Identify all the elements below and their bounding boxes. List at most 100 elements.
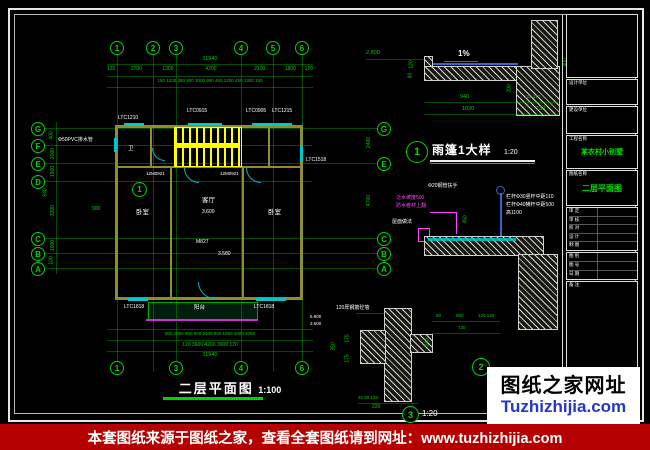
logo-title: 图纸之家网址 xyxy=(500,374,627,397)
sign-row-1-label: 审 定 xyxy=(569,208,597,217)
grid-bubble-top-4-label: 4 xyxy=(238,43,244,53)
grid-line-v5 xyxy=(273,54,274,372)
grid-bubble-bottom-4: 4 xyxy=(234,361,248,375)
detail1-dim-120120: 120 120 xyxy=(524,94,541,99)
grid-line-hC xyxy=(44,238,377,239)
detail3-dim-240: 240 xyxy=(424,338,431,347)
detail3-flange-right xyxy=(410,334,433,353)
titleblock-cell-project: 工程名称 某农村小别墅 xyxy=(566,135,638,169)
window-ltc0915 xyxy=(188,123,222,126)
meta-row-1-value xyxy=(597,253,637,262)
sign-row-3-value xyxy=(597,225,637,234)
grid-bubble-left-B: B xyxy=(31,247,45,261)
detail1-dim-inner-200: 200 xyxy=(506,84,513,93)
label-window-ltc1518: LTC1518 xyxy=(306,157,327,163)
titleblock-drawing-label: 图纸名称 xyxy=(569,171,587,176)
dim-1300: 1300 xyxy=(162,66,174,72)
sign-row-1-value xyxy=(597,208,637,217)
window-ltc1818-left xyxy=(128,298,148,301)
sign-row-2-value xyxy=(597,216,637,226)
label-window-ltc1215: LTC1215 xyxy=(272,108,293,114)
detail1-title-scale: 1:20 xyxy=(504,149,518,156)
grid-bubble-bottom-6-label: 6 xyxy=(299,363,305,373)
grid-bubble-bottom-1-label: 1 xyxy=(114,363,120,373)
grid-bubble-top-5-label: 5 xyxy=(270,43,276,53)
detail2-wall-below xyxy=(518,254,558,330)
window-ltc1210 xyxy=(124,123,144,126)
detail1-canopy-slab xyxy=(424,66,520,81)
window-ltc1518 xyxy=(300,146,303,162)
titleblock-client-label: 建设单位 xyxy=(569,107,587,112)
grid-bubble-right-B: B xyxy=(377,247,391,261)
plan-wall-bath-left xyxy=(150,125,152,167)
detail1-dim-940: 940 xyxy=(460,94,470,100)
detail2-handrail-note: Φ20钢管扶手 xyxy=(428,183,458,189)
grid-bubble-top-4: 4 xyxy=(234,41,248,55)
detail2-roof-note: 屋面做法 xyxy=(392,219,413,225)
grid-bubble-right-C-label: C xyxy=(381,234,387,244)
grid-bubble-bottom-4-label: 4 xyxy=(238,363,244,373)
sign-row-2-label: 审 核 xyxy=(569,217,597,226)
detail1-dim-line-b1 xyxy=(424,102,558,103)
titleblock-cell-client: 建设单位 xyxy=(566,106,638,134)
plan-wall-v2 xyxy=(242,167,244,300)
titleblock-design-label: 设计单位 xyxy=(569,80,587,85)
detail1-bubble: 1 xyxy=(406,141,428,163)
grid-bubble-right-A-label: A xyxy=(381,264,387,274)
detail2-flashing-note: 泛水坡度500 xyxy=(396,195,425,201)
detail3-note: 120厚钢筋砼墙 xyxy=(336,305,370,311)
label-window-ltc1210: LTC1210 xyxy=(118,115,139,121)
grid-bubble-bottom-1: 1 xyxy=(110,361,124,375)
grid-bubble-top-6: 6 xyxy=(295,41,309,55)
dim-left-100: 100 xyxy=(48,256,55,265)
dim-row-top1: 120 2700 1300 4200 2100 1800 120 xyxy=(107,67,313,72)
titleblock-note-label: 备 注 xyxy=(569,282,580,287)
titleblock-project-value: 某农村小别墅 xyxy=(581,148,623,156)
side-level-6900: 6.900 xyxy=(310,314,322,319)
plan-wall-v1 xyxy=(170,167,172,300)
dim-line-top3 xyxy=(107,87,313,88)
grid-bubble-top-6-label: 6 xyxy=(299,43,305,53)
grid-bubble-left-F: F xyxy=(31,139,45,153)
detail2-roll-note: 防水卷材上翻 xyxy=(396,203,427,209)
grid-bubble-top-3: 3 xyxy=(169,41,183,55)
detail3-wall-column xyxy=(384,308,412,402)
grid-bubble-top-1-label: 1 xyxy=(114,43,120,53)
detail2-leader-h xyxy=(430,212,456,213)
grid-line-hA xyxy=(44,268,377,269)
grid-bubble-left-D: D xyxy=(31,175,45,189)
plan-title-group: 二层平面图 1:100 xyxy=(155,380,305,398)
sign-row-5-value xyxy=(597,242,637,250)
dim-2700: 2700 xyxy=(130,66,142,72)
detail3-dim-line-top2 xyxy=(432,333,500,334)
titleblock-meta-table: 图 别 图 号 日 期 xyxy=(566,252,638,280)
plan-title-scale: 1:100 xyxy=(258,385,282,395)
meta-row-3-label: 日 期 xyxy=(569,271,580,276)
grid-line-hB xyxy=(44,253,377,254)
tuzhizhijia-logo: 图纸之家网址 Tuzhizhijia.com xyxy=(487,367,640,424)
detail3-dim-550: 550 xyxy=(456,313,464,318)
titleblock-cell-empty xyxy=(566,14,638,78)
label-window-ltc0915: LTC0915 xyxy=(187,108,208,114)
dim-left-400: 400 xyxy=(48,131,55,140)
detail3-dim-bot2: 220 xyxy=(372,404,381,410)
detail1-title-underline xyxy=(430,160,535,164)
detail3-dim-50: 50 xyxy=(436,313,442,318)
detail2-dim-450: 450 xyxy=(462,215,469,224)
grid-bubble-left-A: A xyxy=(31,262,45,276)
meta-row-2-value xyxy=(597,262,637,271)
label-door-1: 12M0921 xyxy=(146,171,165,176)
window-ltc1818-right xyxy=(256,298,286,301)
dim-left-840: 840 xyxy=(42,188,49,197)
dim-4200: 4200 xyxy=(205,66,217,72)
detail3-dim-120120: 120 120 xyxy=(478,313,495,318)
grid-bubble-right-A: A xyxy=(377,262,391,276)
dim-row-top2: 150 1200 350 900 3000 900 450 1200 450 1… xyxy=(157,78,263,83)
detail2-deck-slab xyxy=(424,236,544,256)
dim-line-bot3 xyxy=(107,351,313,352)
staircase-landing xyxy=(176,143,238,148)
detail1-dim-left-80: 80 xyxy=(407,72,414,79)
grid-bubble-top-2: 2 xyxy=(146,41,160,55)
sheet-outer-border xyxy=(8,8,644,422)
plan-outer-wall xyxy=(115,125,303,300)
